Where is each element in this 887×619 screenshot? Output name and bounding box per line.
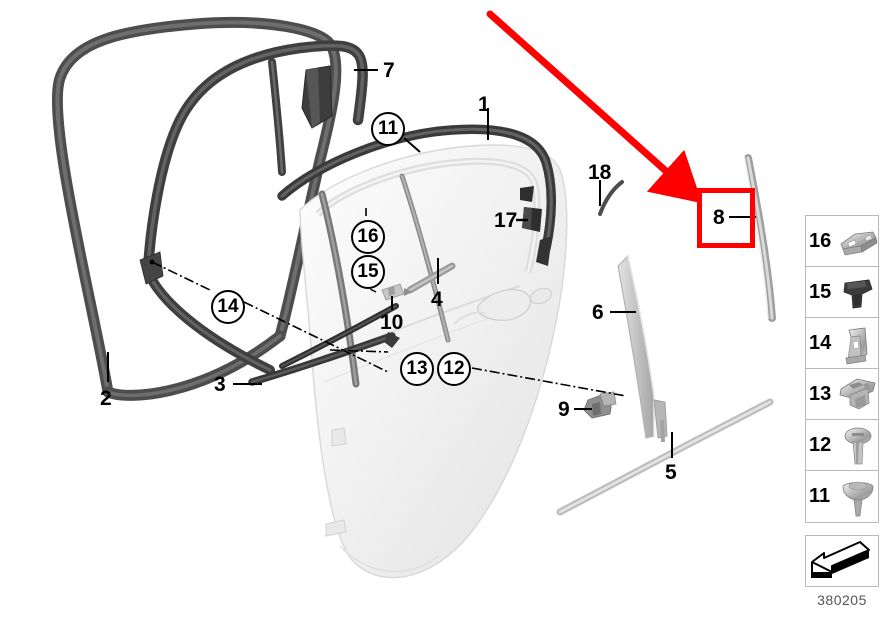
- legend-item-15[interactable]: 15: [806, 267, 878, 318]
- push-rivet-fastener-icon: [835, 471, 878, 522]
- metal-spring-clip-icon: [835, 318, 878, 368]
- callout-3: 3: [214, 373, 226, 396]
- callout-12: 12: [437, 352, 471, 386]
- part-7-door-frame-seal-inner: [139, 40, 368, 375]
- part-17-corner-seal-wedge: [520, 186, 542, 232]
- callout-11: 11: [371, 112, 405, 146]
- forward-direction-arrow-icon: [811, 541, 870, 578]
- legend-number-11: 11: [809, 485, 831, 507]
- belt-line-seal-strip: [279, 303, 399, 369]
- red-annotation-arrow: [486, 10, 703, 204]
- part-9-trim-mounting-bracket: [583, 391, 617, 419]
- callout-17: 17: [494, 209, 518, 232]
- callout-7: 7: [383, 59, 395, 82]
- legend-number-14: 14: [809, 331, 832, 354]
- red-highlight-box: [697, 188, 755, 248]
- legend-item-11[interactable]: 11: [806, 471, 878, 522]
- callout-9: 9: [558, 398, 570, 421]
- part-1-window-frame-cover-upper: [277, 124, 556, 266]
- callout-18: 18: [588, 161, 612, 184]
- legend-number-15: 15: [809, 280, 832, 303]
- part-18-curved-seal-section: [598, 180, 624, 216]
- fastener-legend: 16 15 14: [805, 215, 879, 523]
- rubber-plug-grommet-icon: [835, 267, 878, 317]
- direction-arrow-box: [805, 535, 879, 587]
- metal-clip-bracket-icon: [835, 216, 878, 266]
- part-11-window-divider-pillar: [318, 173, 451, 388]
- legend-item-16[interactable]: 16: [806, 216, 878, 267]
- part-6-b-pillar-cover-trim: [617, 254, 668, 442]
- part-10-window-guide-clip-small: [381, 283, 405, 301]
- callout-16: 16: [351, 220, 385, 254]
- square-panel-clip-icon: [835, 369, 878, 419]
- legend-number-13: 13: [809, 382, 832, 405]
- part-5-door-lower-trim-strip: [556, 398, 774, 516]
- callout-2: 2: [100, 387, 112, 410]
- callout-8: 8: [713, 206, 725, 229]
- legend-number-12: 12: [809, 433, 832, 456]
- callout-13: 13: [400, 352, 434, 386]
- diagram-number: 380205: [817, 592, 867, 608]
- callout-14: 14: [211, 290, 245, 324]
- legend-item-13[interactable]: 13: [806, 369, 878, 420]
- callout-6: 6: [592, 301, 604, 324]
- callout-1: 1: [478, 93, 490, 116]
- part-3-window-shaft-seal-strip: [248, 332, 400, 386]
- legend-item-14[interactable]: 14: [806, 318, 878, 369]
- leader-lines: [107, 69, 756, 458]
- callout-15: 15: [351, 255, 385, 289]
- part-4-window-guide-channel: [404, 262, 456, 296]
- legend-item-12[interactable]: 12: [806, 420, 878, 471]
- part-8-c-pillar-trim-strip: [743, 154, 776, 322]
- callout-10: 10: [380, 311, 404, 334]
- callout-5: 5: [665, 461, 677, 484]
- round-head-screw-icon: [835, 420, 878, 470]
- part-2-door-seal-outer-loop: [51, 16, 342, 401]
- callout-4: 4: [431, 288, 443, 311]
- legend-number-16: 16: [809, 229, 832, 252]
